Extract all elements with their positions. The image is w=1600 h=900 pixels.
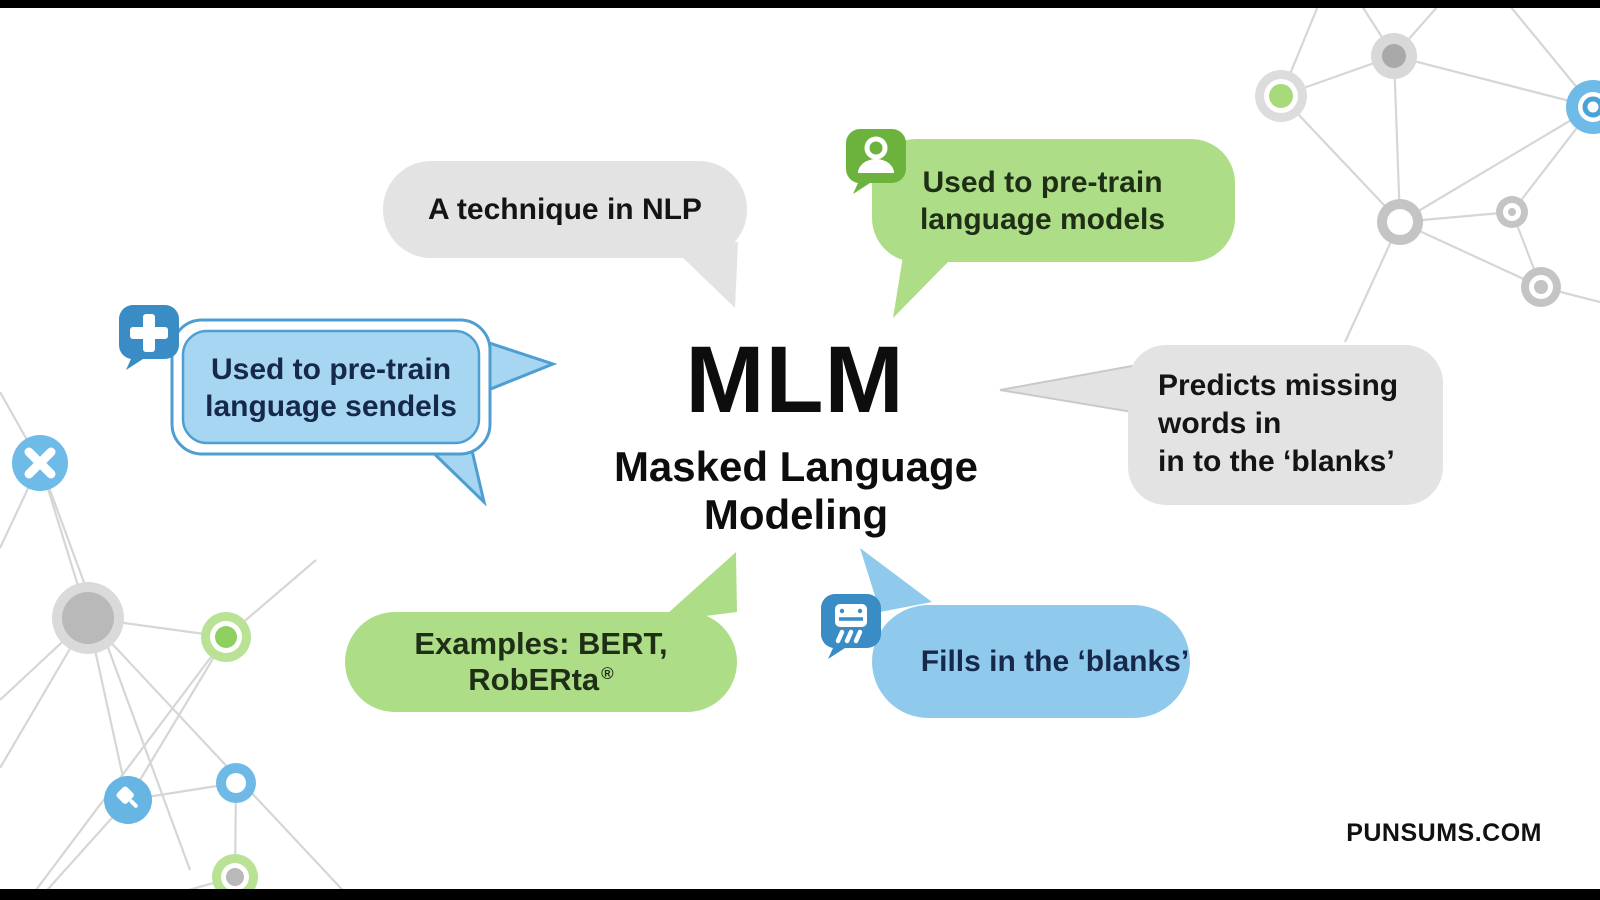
bubble-examples: Examples: BERT, RobERta® xyxy=(345,612,737,712)
letterbox-bar-bottom xyxy=(0,889,1600,900)
bubble-pretrain-models: Used to pre-train language models xyxy=(872,139,1235,262)
node-small-gray-ring-icon xyxy=(1496,196,1528,228)
pushpin-icon xyxy=(104,776,152,824)
bubble-pretrain-sendels-line1: Used to pre-train xyxy=(210,353,452,386)
node-blue-ring-icon xyxy=(1566,80,1600,134)
bubble-pretrain-models-line2: language models xyxy=(919,202,1166,236)
node-big-gray-icon xyxy=(52,582,124,654)
network-nodes-top-right xyxy=(1255,33,1600,307)
node-blue-donut-icon xyxy=(216,763,256,803)
node-gray-ring-icon xyxy=(1377,199,1423,245)
bubble-pretrain-models-line1: Used to pre-train xyxy=(922,165,1163,199)
node-green-ring-bottom-icon xyxy=(212,854,258,900)
bubble-fills: Fills in the ‘blanks’ xyxy=(872,605,1190,718)
mask-card-icon xyxy=(820,594,881,659)
plus-chat-icon xyxy=(118,305,179,370)
tail-green-bottom-left xyxy=(658,552,737,622)
bubble-pretrain-sendels: Used to pre-train language sendels xyxy=(186,336,476,440)
node-double-ring-icon xyxy=(1521,267,1561,307)
registered-mark: ® xyxy=(601,663,614,683)
tail-gray-top-left xyxy=(675,242,738,308)
node-gray-dot-icon xyxy=(1371,33,1417,79)
network-nodes-bottom-left xyxy=(12,435,258,900)
tail-blue-bottom-right xyxy=(860,548,932,612)
page-title-full: Masked Language Modeling xyxy=(613,443,979,538)
close-icon xyxy=(12,435,68,491)
bubble-predicts-line2: words in xyxy=(1158,407,1282,440)
bubble-predicts: Predicts missing words in in to the ‘bla… xyxy=(1128,345,1443,505)
person-chat-icon xyxy=(845,129,906,194)
node-green-donut-icon xyxy=(201,612,251,662)
tail-gray-right xyxy=(999,364,1133,414)
node-green-ring-icon xyxy=(1255,70,1307,122)
bubble-pretrain-sendels-line2: language sendels xyxy=(205,390,457,423)
bubble-fills-text: Fills in the ‘blanks’ xyxy=(920,644,1190,678)
bubble-predicts-line1: Predicts missing xyxy=(1158,369,1399,402)
page-title-acronym: MLM xyxy=(685,327,905,433)
bubble-examples-text: Examples: BERT, RobERta® xyxy=(414,626,668,697)
blue-outlined-bubble-shape xyxy=(170,318,558,507)
bubble-technique: A technique in NLP xyxy=(383,161,747,258)
watermark-text: PUNSUMS.COM xyxy=(1346,819,1542,847)
bubble-tails xyxy=(658,242,1133,622)
tail-green-top-right xyxy=(893,256,948,318)
bubble-predicts-line3: in to the ‘blanks’ xyxy=(1158,445,1395,478)
bubble-technique-text: A technique in NLP xyxy=(428,192,702,226)
letterbox-bar-top xyxy=(0,0,1600,8)
